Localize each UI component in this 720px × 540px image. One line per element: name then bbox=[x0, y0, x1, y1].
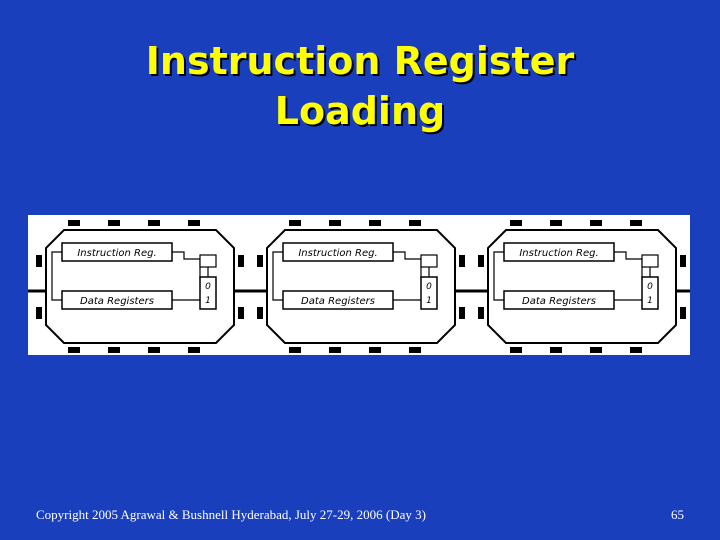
bypass-register bbox=[420, 254, 438, 268]
title-line-2: Loading bbox=[274, 89, 446, 133]
output-mux bbox=[420, 276, 438, 310]
title-line-1: Instruction Register bbox=[145, 39, 575, 83]
chip-3: Instruction Reg. Data Registers 0 1 bbox=[478, 220, 686, 353]
bypass-register bbox=[199, 254, 217, 268]
data-registers-label: Data Registers bbox=[522, 296, 596, 307]
mux-label-0: 0 bbox=[426, 282, 432, 292]
boundary-scan-diagram: Instruction Reg. Data Registers 0 1 Inst bbox=[28, 215, 690, 355]
data-registers-label: Data Registers bbox=[80, 296, 154, 307]
slide-footer: Copyright 2005 Agrawal & Bushnell Hydera… bbox=[0, 507, 720, 527]
mux-label-0: 0 bbox=[647, 282, 653, 292]
instruction-register-label: Instruction Reg. bbox=[519, 248, 598, 259]
mux-label-1: 1 bbox=[647, 296, 653, 306]
output-mux bbox=[641, 276, 659, 310]
chip-2: Instruction Reg. Data Registers 0 1 bbox=[257, 220, 465, 353]
output-mux bbox=[199, 276, 217, 310]
chip-1: Instruction Reg. Data Registers 0 1 bbox=[36, 220, 244, 353]
mux-label-1: 1 bbox=[426, 296, 432, 306]
slide-title: Instruction Register Loading bbox=[0, 36, 720, 136]
page-number: 65 bbox=[671, 507, 684, 522]
data-registers-label: Data Registers bbox=[301, 296, 375, 307]
instruction-register-label: Instruction Reg. bbox=[298, 248, 377, 259]
mux-label-1: 1 bbox=[205, 296, 211, 306]
instruction-register-label: Instruction Reg. bbox=[77, 248, 156, 259]
footer-copyright: Copyright 2005 Agrawal & Bushnell Hydera… bbox=[36, 507, 426, 522]
bypass-register bbox=[641, 254, 659, 268]
mux-label-0: 0 bbox=[205, 282, 211, 292]
